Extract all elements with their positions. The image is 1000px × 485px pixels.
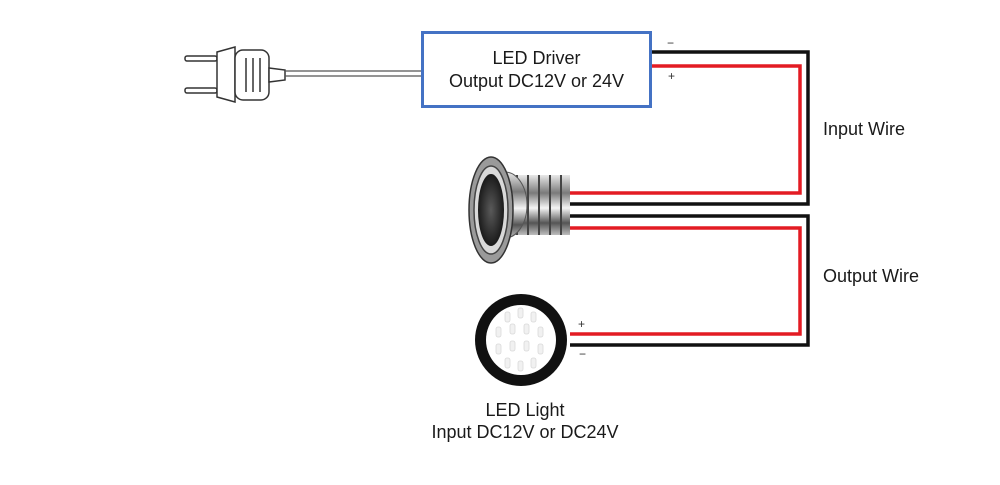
driver-subtitle: Output DC12V or 24V — [448, 70, 625, 91]
input-wire-negative — [570, 50, 810, 206]
light-subtitle: Input DC12V or DC24V — [431, 422, 619, 442]
output-wire-label: Output Wire — [823, 266, 920, 286]
driver-positive-symbol: + — [668, 69, 676, 83]
led-light-icon — [475, 294, 567, 386]
input-wire-positive — [570, 64, 802, 195]
light-negative-symbol: − — [579, 347, 587, 361]
driver-negative-symbol: − — [667, 36, 675, 50]
input-wire-label: Input Wire — [823, 119, 906, 139]
output-wire-positive — [570, 226, 802, 336]
led-driver-box: LED Driver Output DC12V or 24V — [421, 31, 652, 108]
touch-switch-icon — [468, 156, 570, 264]
light-positive-symbol: + — [578, 317, 586, 331]
power-cord — [285, 70, 422, 77]
led-light-caption: LED Light Input DC12V or DC24V — [400, 399, 650, 443]
output-wire-negative — [570, 214, 810, 347]
power-plug-icon — [184, 46, 286, 103]
driver-title: LED Driver — [492, 47, 581, 68]
light-title: LED Light — [485, 400, 565, 420]
